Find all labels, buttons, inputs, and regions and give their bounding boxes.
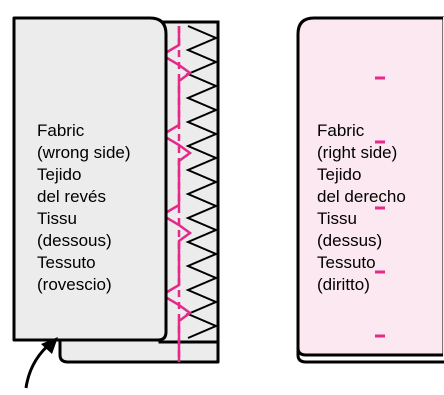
wrong-side-label: Fabric (wrong side) Tejido del revés Tis… [37, 120, 131, 296]
label-line: (dessus) [317, 231, 383, 250]
label-line: (rovescio) [37, 275, 112, 294]
label-line: (wrong side) [37, 143, 131, 162]
fabric-right-side-hem [296, 340, 444, 364]
label-line: Tessuto [37, 253, 96, 272]
label-line: Fabric [37, 121, 85, 140]
fabric-wrong-side [12, 16, 168, 342]
wrong-side-panel [12, 16, 220, 389]
label-line: Tejido [317, 165, 362, 184]
label-line: Tissu [317, 209, 357, 228]
curved-arrow-icon [24, 337, 58, 389]
label-line: Tissu [37, 209, 77, 228]
label-line: (right side) [317, 143, 398, 162]
hem-allowance-strip [158, 20, 220, 344]
blind-hem-stitch [159, 26, 193, 362]
label-line: Tejido [37, 165, 82, 184]
label-line: del revés [37, 187, 106, 206]
right-side-panel [296, 16, 444, 364]
label-line: Tessuto [317, 253, 376, 272]
label-line: Fabric [317, 121, 365, 140]
label-line: (diritto) [317, 275, 370, 294]
overlock-zigzag-stitch [185, 25, 219, 339]
label-line: (dessous) [37, 231, 112, 250]
right-side-label: Fabric (right side) Tejido del derecho T… [317, 120, 406, 296]
label-line: del derecho [317, 187, 406, 206]
visible-blind-stitches [375, 76, 385, 338]
fabric-right-side [296, 16, 444, 357]
